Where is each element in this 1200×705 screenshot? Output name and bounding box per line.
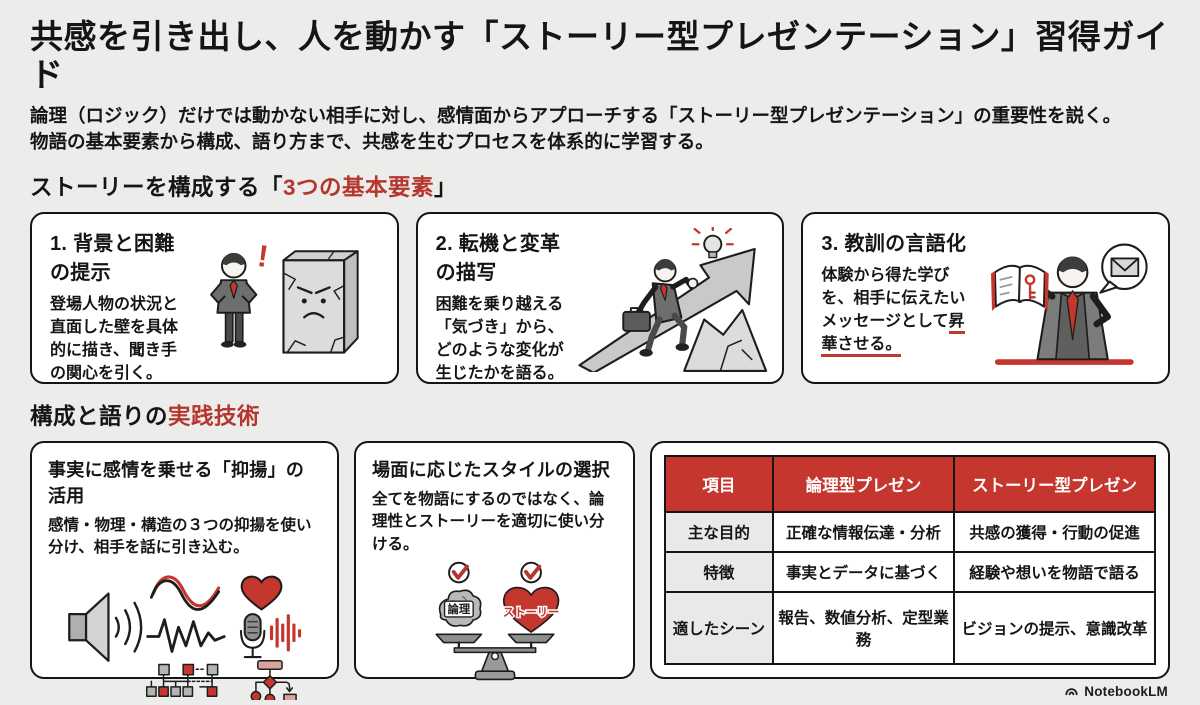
heading2-prefix: 構成と語りの [30,403,169,429]
card3-body: 体験から得た学びを、相手に伝えたいメッセージとして昇華させる。 [821,264,969,358]
infographic-page: 共感を引き出し、人を動かす「ストーリー型プレゼンテーション」習得ガイド 論理（ロ… [30,18,1171,700]
briefcase-icon [622,306,652,332]
businessman-icon [209,252,258,348]
heading-prefix: ストーリーを構成する「 [30,174,284,200]
page-title: 共感を引き出し、人を動かす「ストーリー型プレゼンテーション」習得ガイド [30,18,1169,93]
basic-elements-card-row: 1. 背景と困難の提示 登場人物の状況と直面した壁を具体的に描き、聞き手の関心を… [30,211,1171,384]
balance-scale-icon [434,633,555,681]
header-item: 項目 [664,454,774,513]
cell-scene-story: ビジョンの提示、意識改革 [953,590,1156,665]
section-heading-basic-elements: ストーリーを構成する「3つの基本要素」 [30,170,1170,202]
audio-bars-icon [269,613,301,652]
balance-scale-illustration: 論理 ストーリー [434,561,560,681]
card-style-selection: 場面に応じたスタイルの選択 全てを物語にするのではなく、論理性とストーリーを適切… [354,440,635,681]
footer-brand: NotebookLM [1084,683,1168,699]
wall-illustration: ! [209,238,359,354]
open-book-key-icon [991,264,1049,311]
card-intonation: 事実に感情を乗せる「抑揚」の活用 感情・物理・構造の３つの抑揚を使い分け、相手を… [30,440,339,700]
row-label-feature: 特徴 [664,550,774,593]
heading-accent: 3つの基本要素 [283,174,435,200]
climbing-businessman-icon [622,258,699,357]
cell-feature-story: 経験や想いを物語で語る [953,550,1156,593]
notebooklm-logo-icon [1065,688,1078,695]
climbing-arrow-illustration [578,226,768,372]
microphone-icon [239,612,301,658]
rocks-icon [683,308,768,372]
table-row: 適したシーン 報告、数値分析、定型業務 ビジョンの提示、意識改革 [664,590,1156,665]
footer: NotebookLM [30,679,1170,705]
table-header-row: 項目 論理型プレゼン ストーリー型プレゼン [664,454,1156,513]
heart-icon: ストーリー [501,586,560,633]
table-row: 特徴 事実とデータに基づく 経験や想いを物語で語る [664,550,1156,593]
jagged-wave-icon [145,617,226,653]
card-background-and-difficulty: 1. 背景と困難の提示 登場人物の状況と直面した壁を具体的に描き、聞き手の関心を… [30,211,399,384]
card2-title: 2. 転機と変革の描写 [435,232,561,284]
brain-icon: 論理 [438,589,481,627]
checkmark-icon [519,561,542,584]
row-label-scene: 適したシーン [664,590,774,665]
cell-purpose-story: 共感の獲得・行動の促進 [953,510,1156,553]
exclamation-icon: ! [255,238,270,274]
card-verbalize-lesson: 3. 教訓の言語化 体験から得た学びを、相手に伝えたいメッセージとして昇華させる… [801,211,1171,384]
speaker-icon [67,592,142,662]
page-subtitle: 論理（ロジック）だけでは動かない相手に対し、感情面からアプローチする「ストーリー… [30,103,1170,155]
desk-line [994,358,1134,365]
balance-left-label: 論理 [447,602,470,616]
lightbulb-icon [691,226,735,258]
cell-purpose-logic: 正確な情報伝達・分析 [771,510,956,553]
section-heading-practical-skills: 構成と語りの実践技術 [30,399,1170,431]
intonation-body: 感情・物理・構造の３つの抑揚を使い分け、相手を話に引き込む。 [48,516,312,557]
angry-face-icon [296,285,331,319]
row-label-purpose: 主な目的 [664,510,774,553]
subtitle-line-1: 論理（ロジック）だけでは動かない相手に対し、感情面からアプローチする「ストーリー… [30,104,1122,126]
presenter-businessman-icon [1030,256,1112,360]
cracked-wall-icon [282,249,359,354]
speech-bubble-envelope-icon [1099,243,1148,294]
balance-right-label: ストーリー [502,606,558,619]
smooth-wave-icon [149,575,220,611]
intonation-title: 事実に感情を乗せる「抑揚」の活用 [48,459,305,506]
style-title: 場面に応じたスタイルの選択 [372,459,610,480]
style-body: 全てを物語にするのではなく、論理性とストーリーを適切に使い分ける。 [372,490,605,553]
book-message-illustration [991,243,1148,365]
subtitle-line-2: 物語の基本要素から構成、語り方まで、共感を生むプロセスを体系的に学習する。 [30,130,714,152]
header-story-presentation: ストーリー型プレゼン [953,454,1156,513]
table-row: 主な目的 正確な情報伝達・分析 共感の獲得・行動の促進 [664,510,1156,553]
card-comparison-table: 項目 論理型プレゼン ストーリー型プレゼン 主な目的 正確な情報伝達・分析 共感… [650,440,1170,679]
card3-title: 3. 教訓の言語化 [821,232,967,255]
header-logic-presentation: 論理型プレゼン [771,454,956,513]
underlined-phrase: 昇華させる。 [821,313,965,358]
practical-skills-row: 事実に感情を乗せる「抑揚」の活用 感情・物理・構造の３つの抑揚を使い分け、相手を… [30,440,1170,700]
comparison-table: 項目 論理型プレゼン ストーリー型プレゼン 主な目的 正確な情報伝達・分析 共感… [664,454,1156,665]
card-turning-point: 2. 転機と変革の描写 困難を乗り越える「気づき」から、どのような変化が生じたか… [415,211,785,384]
cell-feature-logic: 事実とデータに基づく [771,550,956,593]
checkmark-icon [447,561,470,584]
card2-body: 困難を乗り越える「気づき」から、どのような変化が生じたかを語る。 [435,295,564,383]
card1-body: 登場人物の状況と直面した壁を具体的に描き、聞き手の関心を引く。 [50,295,179,383]
heading-suffix: 」 [434,174,458,200]
card1-title: 1. 背景と困難の提示 [50,232,175,284]
heading2-accent: 実践技術 [168,403,261,429]
heart-icon [240,575,282,611]
cell-scene-logic: 報告、数値分析、定型業務 [771,590,956,665]
